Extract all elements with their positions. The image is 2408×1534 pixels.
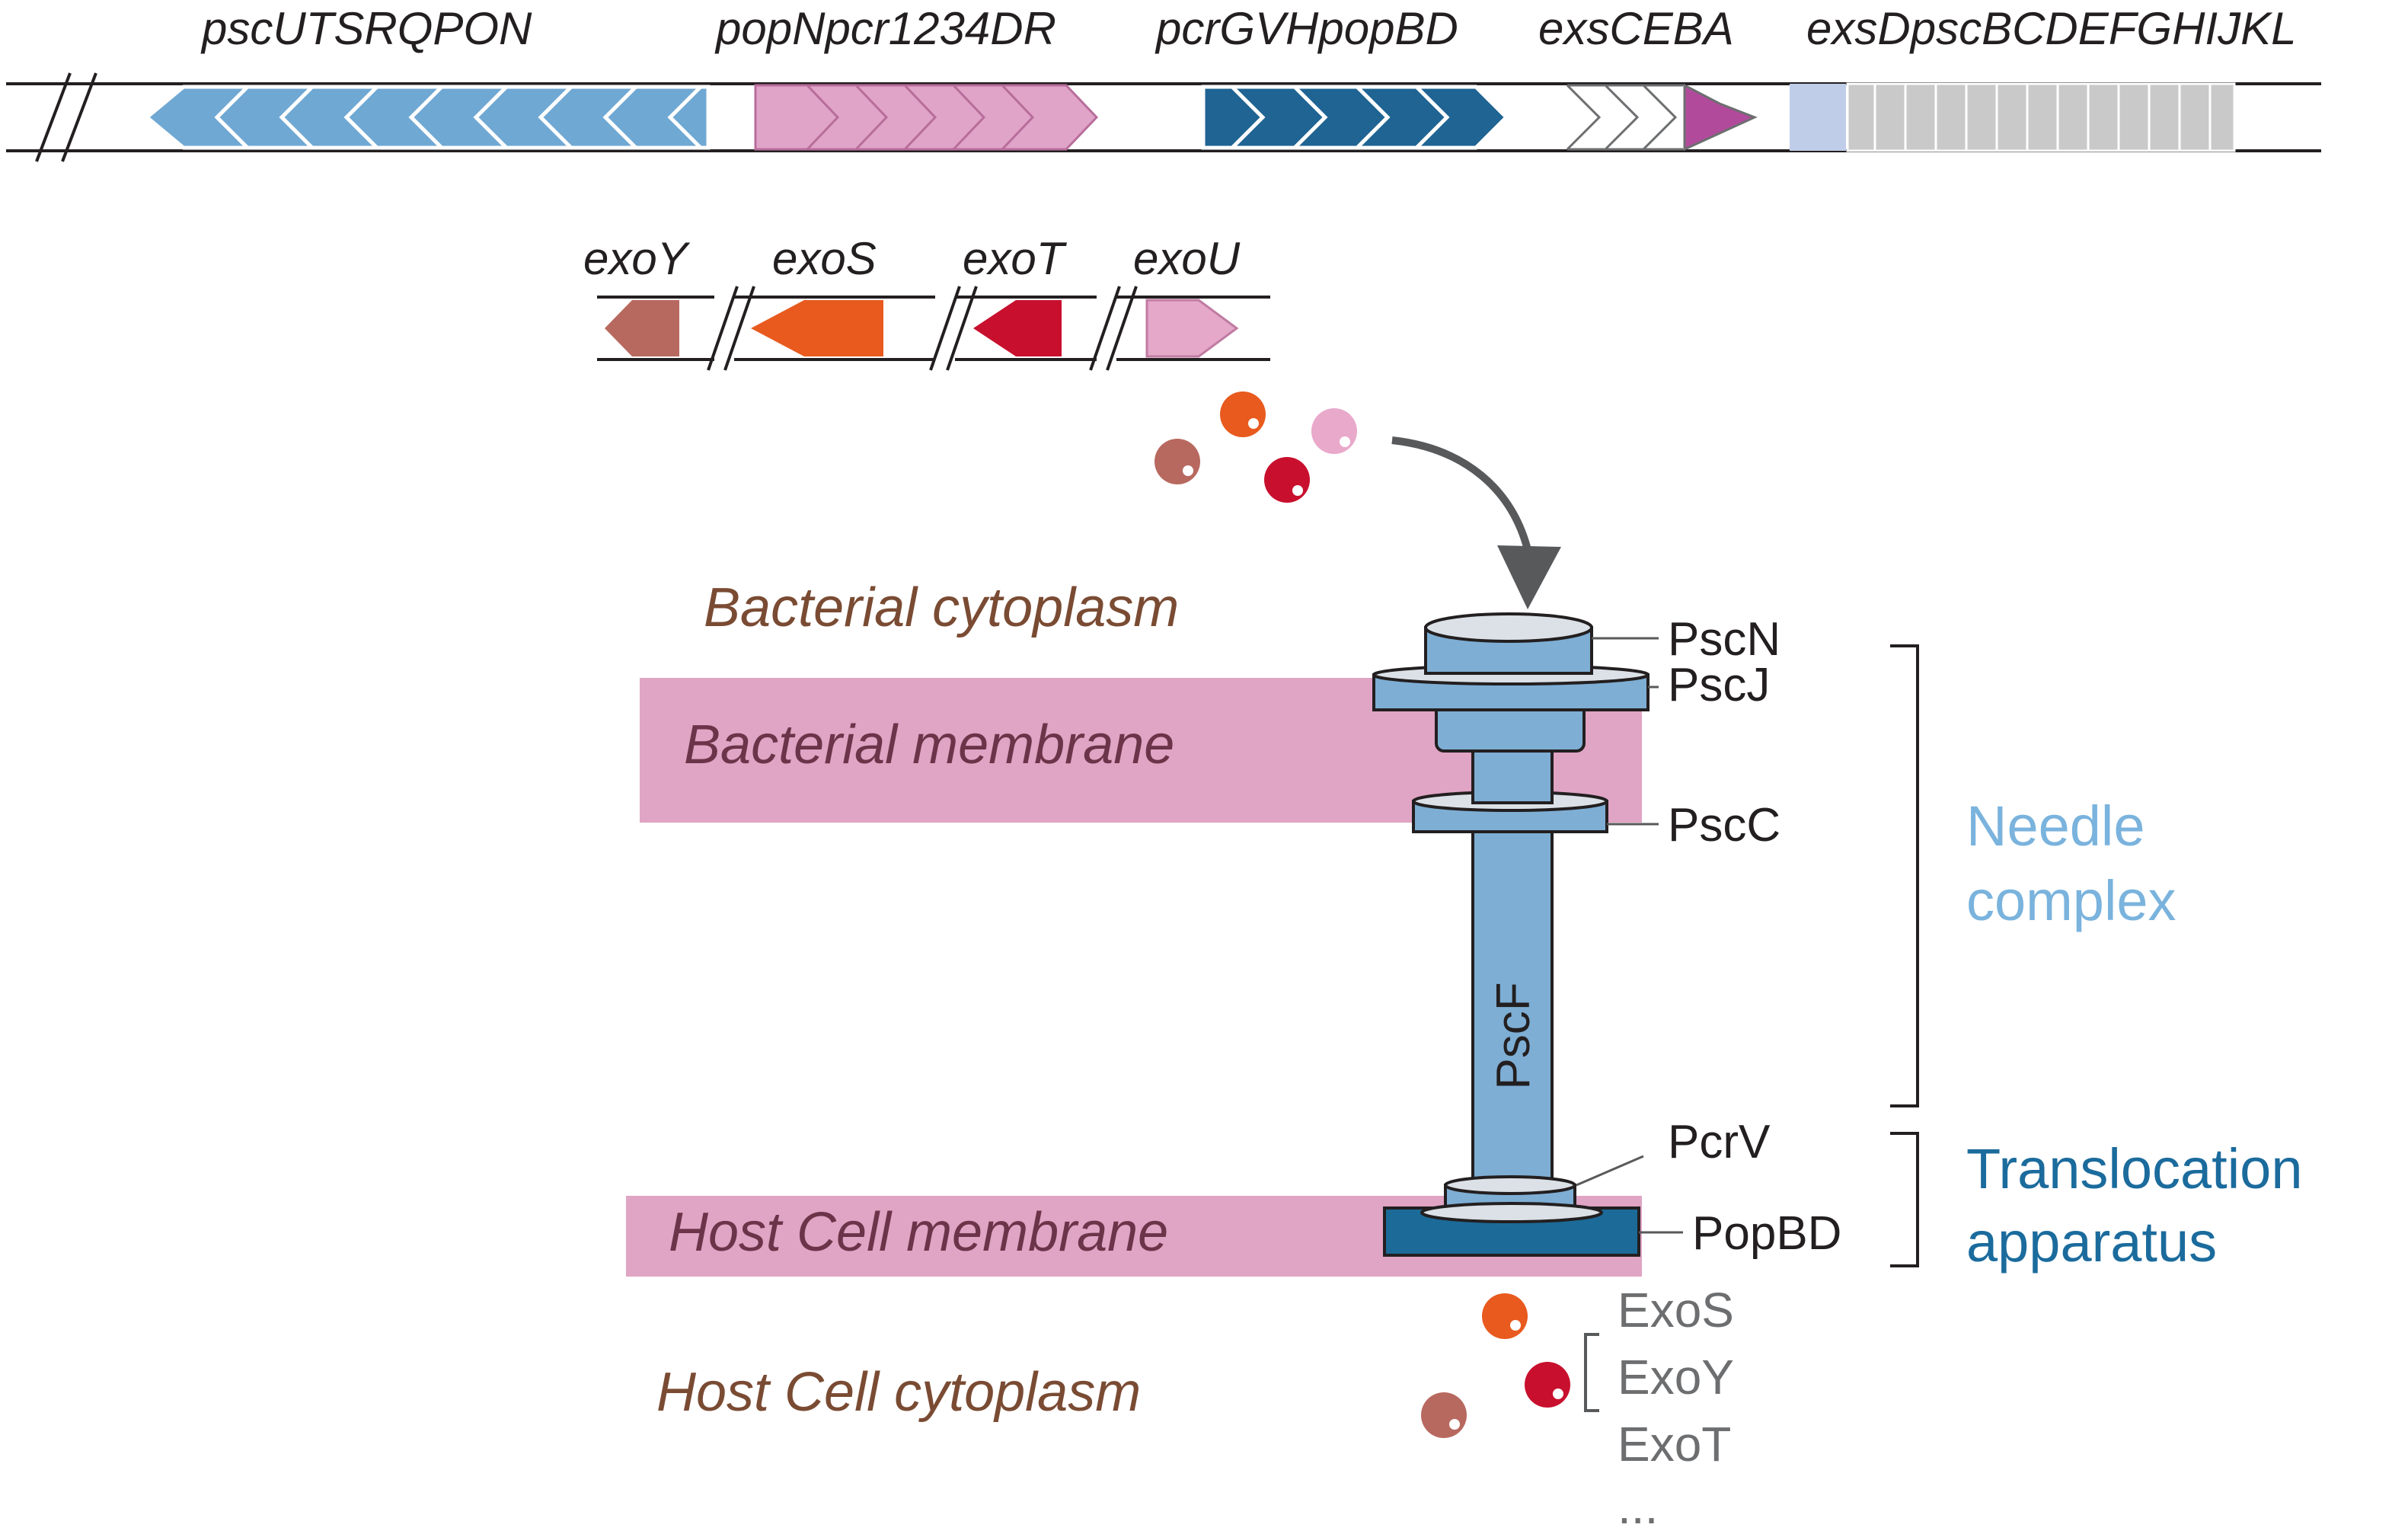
- operon-label-psc-utsrqpon: pscUTSRQPON: [200, 3, 532, 54]
- label-needle-complex-line1: Needle: [1966, 794, 2145, 858]
- gene-label-exos: exoS: [772, 233, 877, 284]
- effector-label-exos: ExoS: [1618, 1283, 1734, 1337]
- operon-label-popn-pcr1234dr: popNpcr1234DR: [714, 3, 1056, 54]
- effector-label-exot: ExoT: [1618, 1417, 1731, 1472]
- gene-arrows-exscеba: [1566, 83, 1758, 152]
- effector-gene-track: exoY exoS exoT exoU: [583, 233, 1270, 371]
- pscf-shaft: [1471, 829, 1554, 1190]
- protein-callout-lines: [1576, 637, 1683, 1234]
- needle-complex-bracket: [1890, 644, 1919, 1107]
- label-pscn: PscN: [1668, 613, 1780, 666]
- gene-arrows-pcrgvh-popbd: [1201, 85, 1509, 150]
- exos-gene-arrow: [751, 300, 883, 356]
- exsd-block: [1790, 84, 1846, 151]
- label-pscf: PscF: [1487, 982, 1540, 1089]
- label-host-cell-cytoplasm: Host Cell cytoplasm: [656, 1362, 1141, 1423]
- label-pscc: PscC: [1668, 799, 1780, 852]
- psc-bcdefghijkl-blocks: [1846, 82, 2236, 152]
- gene-label-exot: exoT: [963, 233, 1068, 284]
- needle-complex: [1372, 612, 1650, 1257]
- effector-label-more: ...: [1618, 1479, 1658, 1534]
- gene-arrows-psc-utsrqpon: [144, 85, 711, 150]
- label-bacterial-cytoplasm: Bacterial cytoplasm: [704, 577, 1179, 638]
- label-translocation-line1: Translocation: [1966, 1137, 2302, 1200]
- gene-cluster: pscUTSRQPON popNpcr1234DR pcrGVHpopBD ex…: [6, 3, 2321, 162]
- effector-list-bracket: [1584, 1333, 1599, 1412]
- exou-gene-arrow: [1145, 299, 1239, 358]
- exot-gene-arrow: [973, 300, 1062, 356]
- gene-label-exoy: exoY: [583, 233, 691, 284]
- translocation-bracket: [1890, 1132, 1919, 1267]
- chromosome-break-mark: [35, 72, 97, 162]
- exoy-gene-arrow: [605, 300, 679, 356]
- secretion-arrow: [1391, 436, 1561, 609]
- operon-label-pcrgvh-popbd: pcrGVHpopBD: [1154, 3, 1458, 54]
- label-host-cell-membrane: Host Cell membrane: [669, 1202, 1168, 1263]
- label-needle-complex-line2: complex: [1966, 869, 2176, 932]
- inner-rod: [1471, 746, 1554, 804]
- effector-proteins-cytoplasm: [1154, 391, 1357, 503]
- gene-arrows-popn-pcr1234dr: [754, 84, 1099, 151]
- operon-label-exsd-pscbcdefghijkl: exsDpscBCDEFGHIJKL: [1806, 3, 2296, 54]
- operon-label-exscеba: exsCEBA: [1538, 3, 1734, 54]
- label-bacterial-membrane: Bacterial membrane: [684, 714, 1174, 775]
- label-pcrv: PcrV: [1668, 1116, 1771, 1168]
- exsa-arrow: [1683, 83, 1758, 152]
- label-popbd: PopBD: [1692, 1207, 1841, 1260]
- effector-proteins-host: [1421, 1293, 1570, 1438]
- label-translocation-line2: apparatus: [1966, 1210, 2217, 1274]
- effector-label-exoy: ExoY: [1618, 1350, 1734, 1405]
- gene-label-exou: exoU: [1133, 233, 1241, 284]
- label-pscj: PscJ: [1668, 659, 1770, 711]
